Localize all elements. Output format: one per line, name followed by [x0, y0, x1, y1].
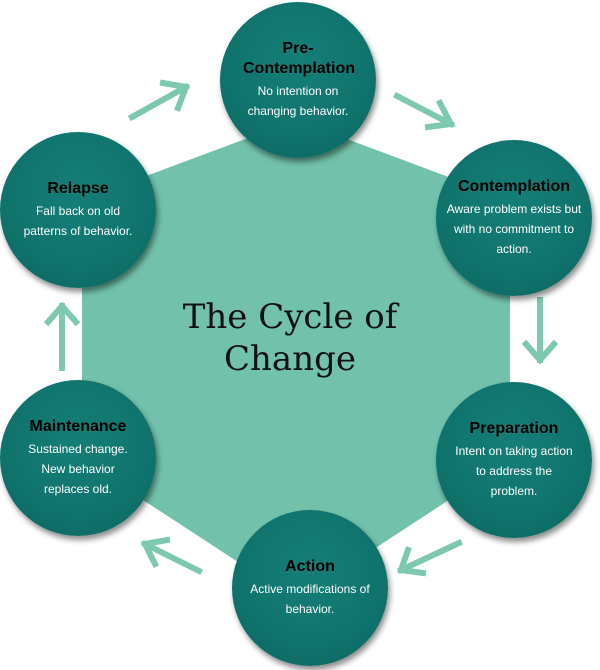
stage-title: Action — [285, 558, 335, 575]
stage-maintenance: Maintenance Sustained change. New behavi… — [0, 380, 156, 536]
stage-description: Active modifications of behavior. — [250, 582, 370, 616]
arrow-preparation-to-action — [396, 539, 463, 577]
stage-action: Action Active modifications of behavior. — [232, 510, 388, 666]
cycle-arrows — [43, 79, 559, 577]
stage-title: Contemplation — [458, 178, 570, 195]
arrow-contemplation-to-preparation — [521, 297, 559, 365]
stage-contemplation: Contemplation Aware problem exists but w… — [436, 140, 592, 296]
stage-description: No intention on changing behavior. — [247, 84, 349, 118]
stage-precontemplation: Pre-Contemplation No intention on changi… — [220, 2, 376, 158]
stage-description: Intent on taking action to address the p… — [455, 444, 573, 498]
stage-description: Sustained change. New behavior replaces … — [28, 442, 128, 496]
arrow-relapse-to-precontemplation — [127, 79, 191, 122]
center-hexagon — [82, 120, 510, 600]
stage-relapse: Relapse Fall back on old patterns of beh… — [0, 132, 156, 288]
arrow-precontemplation-to-contemplation — [392, 91, 456, 131]
stage-description: Fall back on old patterns of behavior. — [23, 204, 133, 238]
diagram-title: The Cycle of Change — [182, 297, 398, 379]
stage-title: Pre-Contemplation — [243, 40, 355, 77]
stage-preparation: Preparation Intent on taking action to a… — [436, 382, 592, 538]
stage-title: Maintenance — [29, 418, 127, 435]
stage-title: Preparation — [469, 420, 559, 437]
stage-description: Aware problem exists but with no commitm… — [446, 202, 582, 256]
arrow-maintenance-to-relapse — [43, 301, 81, 371]
stage-title: Relapse — [47, 180, 109, 197]
arrow-action-to-maintenance — [140, 536, 204, 576]
